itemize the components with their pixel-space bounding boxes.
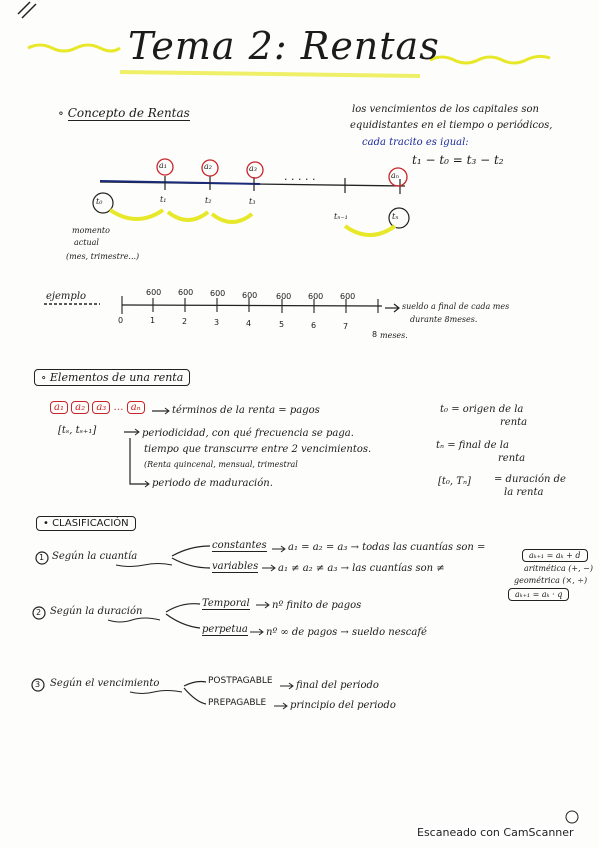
t0-label: t₀ <box>96 197 103 206</box>
ejemplo-tick-8: 8 <box>372 330 378 339</box>
momento-2: actual <box>74 238 99 247</box>
concepto-formula: t₁ − t₀ = t₃ − t₂ <box>412 153 504 167</box>
clas-1-side2: aritmética (+, −) <box>524 564 593 573</box>
ejemplo-tick-2: 2 <box>182 317 188 326</box>
bullet-icon: ∘ <box>58 106 68 120</box>
clas-1-num: 1 <box>39 553 45 562</box>
ejemplo-tick-7: 7 <box>343 322 349 331</box>
clas-1-label: Según la cuantía <box>52 551 138 562</box>
ejemplo-tick-0: 0 <box>118 316 124 325</box>
periodo-maduracion: periodo de maduración. <box>152 478 273 489</box>
clas-2-label: Según la duración <box>50 606 143 617</box>
clas-2-branch2-text: nº ∞ de pagos → sueldo nescafé <box>266 627 427 638</box>
momento-3: (mes, trimestre...) <box>66 252 140 261</box>
clas-3-branch2: PREPAGABLE <box>208 698 267 708</box>
clas-1-branch1: constantes <box>212 540 267 552</box>
duracion-sym: [t₀, Tₙ] <box>438 476 471 487</box>
concepto-def-3: cada tracito es igual: <box>362 137 469 148</box>
t1-label: t₁ <box>160 195 167 204</box>
a2-label: a₂ <box>204 162 212 171</box>
a1-label: a₁ <box>159 161 167 170</box>
ejemplo-tick-6: 6 <box>311 321 317 330</box>
clas-1-side1: aₖ₊₁ = aₖ + d <box>522 549 588 562</box>
clas-1-side4: aₖ₊₁ = aₖ · q <box>508 588 570 601</box>
elementos-terminos: términos de la renta = pagos <box>172 405 320 416</box>
bullet-icon: • <box>43 518 53 529</box>
clas-3-num: 3 <box>35 680 41 689</box>
an-label: aₙ <box>391 171 400 180</box>
concepto-def-2: equidistantes en el tiempo o periódicos, <box>350 120 553 131</box>
tn1-label: tₙ₋₁ <box>334 212 348 221</box>
clas-2-num: 2 <box>36 608 42 617</box>
ejemplo-tick-1: 1 <box>150 316 156 325</box>
t0-def-1: t₀ = origen de la <box>440 404 524 415</box>
tn-def-1: tₙ = final de la <box>436 440 509 451</box>
clas-1-side3: geométrica (×, ÷) <box>514 576 588 585</box>
tn-label: tₙ <box>392 212 399 221</box>
camscanner-footer: Escaneado con CamScanner <box>417 826 574 839</box>
timeline-dots: . . . . . <box>284 170 316 183</box>
ejemplo-value-2: 600 <box>178 288 194 297</box>
ejemplo-label: ejemplo <box>46 291 87 302</box>
ejemplo-value-4: 600 <box>242 291 258 300</box>
clas-3-branch2-text: principio del periodo <box>290 700 396 711</box>
clas-3-branch1-text: final del periodo <box>296 680 379 691</box>
tn-def-2: renta <box>498 453 526 464</box>
elementos-intervalo: [tₛ, tₛ₊₁] <box>58 425 97 436</box>
a3-label: a₃ <box>249 164 257 173</box>
ejemplo-meses: meses. <box>380 331 408 340</box>
bullet-icon: ∘ <box>41 371 50 384</box>
ejemplo-value-6: 600 <box>308 292 324 301</box>
concepto-heading: ∘ Concepto de Rentas <box>58 106 190 121</box>
duracion-def-2: la renta <box>504 487 544 498</box>
ejemplo-tick-3: 3 <box>214 318 220 327</box>
clas-2-branch1-text: nº finito de pagos <box>272 600 362 611</box>
concepto-def-1: los vencimientos de los capitales son <box>352 104 539 115</box>
elementos-heading: ∘ Elementos de una renta <box>34 369 191 386</box>
clas-3-branch1: POSTPAGABLE <box>208 676 273 686</box>
page-title: Tema 2: Rentas <box>128 24 440 68</box>
ejemplo-note-1: sueldo a final de cada mes <box>402 302 510 311</box>
ejemplo-value-5: 600 <box>276 292 292 301</box>
clas-2-branch1: Temporal <box>202 598 250 610</box>
clas-3-label: Según el vencimiento <box>50 678 160 689</box>
clas-1-branch1-text: a₁ = a₂ = a₃ → todas las cuantías son = <box>288 542 486 553</box>
ejemplo-tick-5: 5 <box>279 320 285 329</box>
t2-label: t₂ <box>205 196 212 205</box>
t0-def-2: renta <box>500 417 528 428</box>
ejemplo-value-7: 600 <box>340 292 356 301</box>
clas-2-branch2: perpetua <box>202 624 248 636</box>
t3-label: t₃ <box>249 197 256 206</box>
ejemplo-value-3: 600 <box>210 289 226 298</box>
periodicidad-3: (Renta quincenal, mensual, trimestral <box>144 460 298 469</box>
duracion-def-1: = duración de <box>494 474 566 485</box>
clas-1-branch2-text: a₁ ≠ a₂ ≠ a₃ → las cuantías son ≠ <box>278 563 445 574</box>
ejemplo-tick-4: 4 <box>246 319 252 328</box>
clas-1-branch2: variables <box>212 561 259 573</box>
periodicidad-2: tiempo que transcurre entre 2 vencimient… <box>144 444 372 455</box>
momento-1: momento <box>72 226 110 235</box>
clasificacion-heading: • CLASIFICACIÓN <box>36 516 136 531</box>
periodicidad-1: periodicidad, con qué frecuencia se paga… <box>142 428 354 439</box>
ejemplo-value-1: 600 <box>146 288 162 297</box>
ejemplo-note-2: durante 8meses. <box>410 315 478 324</box>
elementos-symbols: a₁ a₂ a₃ … aₙ <box>50 401 145 414</box>
